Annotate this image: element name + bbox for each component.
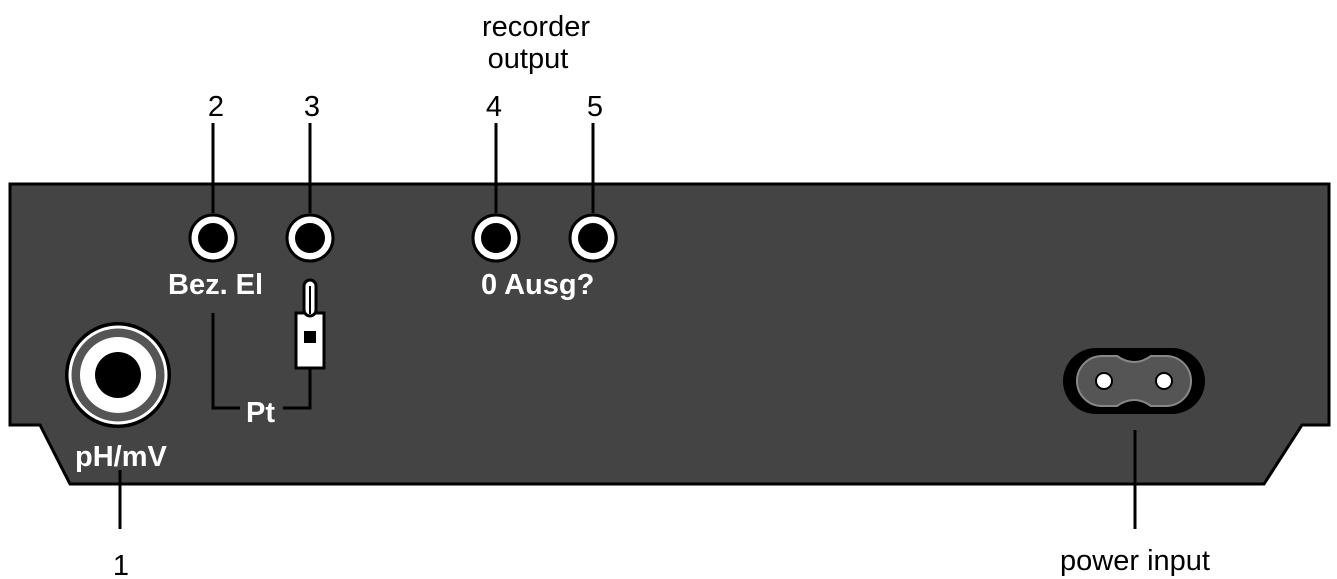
socket-4[interactable]: [471, 213, 521, 263]
label-ph-mv: pH/mV: [75, 441, 168, 473]
pt-bracket-line: [211, 313, 312, 410]
leader-lines: [118, 123, 1137, 529]
label-bez-el: Bez. El: [168, 269, 263, 301]
callout-number-5: 5: [587, 91, 603, 123]
callout-number-4: 4: [486, 91, 502, 123]
socket-2[interactable]: [188, 213, 238, 263]
callout-recorder-line2: output: [488, 43, 569, 75]
power-pin-left: [1095, 372, 1113, 390]
callout-number-2: 2: [208, 91, 224, 123]
callout-number-1: 1: [113, 550, 129, 579]
label-pt: Pt: [246, 397, 275, 429]
socket-3[interactable]: [285, 213, 335, 263]
bnc-socket-ph-mv[interactable]: [65, 322, 171, 428]
device-rear-panel: [8, 182, 1331, 486]
power-pin-right: [1155, 372, 1173, 390]
callout-number-3: 3: [304, 91, 320, 123]
pt-pin-icon: [294, 278, 326, 370]
callout-power-input: power input: [1060, 545, 1210, 577]
label-ausg: 0 Ausg?: [481, 269, 594, 301]
socket-5[interactable]: [568, 213, 618, 263]
power-input-socket[interactable]: [1063, 348, 1205, 414]
callout-recorder-line1: recorder: [482, 11, 590, 43]
